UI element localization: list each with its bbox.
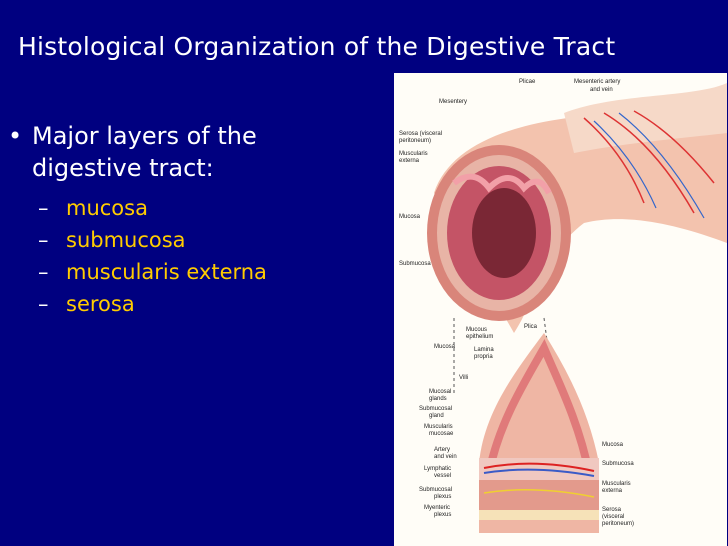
artery-detail xyxy=(483,462,595,472)
label-peritoneum: peritoneum) xyxy=(399,138,431,144)
veins xyxy=(593,112,705,219)
label-submucosal-plexus: Submucosal xyxy=(419,487,452,493)
label-mucous: Mucous xyxy=(466,327,487,333)
label-mucosal: Mucosal xyxy=(429,389,451,395)
layer-sublist: –mucosa –submucosa –muscularis externa –… xyxy=(38,192,338,320)
label-glands: glands xyxy=(429,396,447,402)
illustration-svg: Plicae Mesenteric artery and vein Mesent… xyxy=(399,79,727,533)
blood-vessels xyxy=(583,110,715,214)
plicae-folds xyxy=(452,173,552,195)
lumen xyxy=(472,188,536,278)
label-muscularis-right: Muscularis xyxy=(602,481,631,487)
label-villi: Villi xyxy=(459,375,468,381)
layer-item: –serosa xyxy=(38,288,338,320)
label-mesentery: Mesentery xyxy=(439,99,467,105)
label-submucosa-right: Submucosa xyxy=(602,461,634,467)
vein-detail xyxy=(483,468,595,477)
bullet-dot-icon: • xyxy=(8,122,23,150)
villi-layer xyxy=(485,339,593,474)
label-mucosa: Mucosa xyxy=(399,214,421,220)
dash-icon: – xyxy=(38,196,49,220)
label-serosa-right: Serosa xyxy=(602,507,622,513)
label-gland: gland xyxy=(429,413,444,419)
dash-icon: – xyxy=(38,260,49,284)
label-mesenteric-artery: Mesenteric artery xyxy=(574,79,620,85)
digestive-tract-illustration: Plicae Mesenteric artery and vein Mesent… xyxy=(394,73,727,546)
nerve-plexus xyxy=(483,489,595,498)
label-and-vein: and vein xyxy=(590,87,613,93)
dash-icon: – xyxy=(38,292,49,316)
label-vessel: vessel xyxy=(434,473,451,479)
label-myenteric-plexus: plexus xyxy=(434,512,451,518)
bullet-list: • Major layers of the digestive tract: –… xyxy=(8,120,338,320)
label-propria: propria xyxy=(474,354,493,360)
label-mucosae: mucosae xyxy=(429,431,454,437)
label-lamina: Lamina xyxy=(474,347,494,353)
layer-item: –mucosa xyxy=(38,192,338,224)
label-externa-right: externa xyxy=(602,488,623,494)
label-plica: Plica xyxy=(524,324,538,330)
label-myenteric: Myenteric xyxy=(424,505,450,511)
layer-item: –muscularis externa xyxy=(38,256,338,288)
label-plicae: Plicae xyxy=(519,79,536,85)
layer-text: mucosa xyxy=(66,196,148,220)
layer-text: submucosa xyxy=(66,228,186,252)
layer-text: serosa xyxy=(66,292,135,316)
label-visceral-right: (visceral xyxy=(602,514,624,520)
serosa-layer xyxy=(479,510,599,520)
label-epithelium: epithelium xyxy=(466,334,493,340)
dash-icon: – xyxy=(38,228,49,252)
main-bullet: • Major layers of the digestive tract: xyxy=(8,120,338,184)
layer-item: –submucosa xyxy=(38,224,338,256)
slide-title: Histological Organization of the Digesti… xyxy=(18,32,616,61)
label-lymphatic: Lymphatic xyxy=(424,466,451,472)
label-muscularis: Muscularis xyxy=(399,151,428,157)
label-mucosa-right: Mucosa xyxy=(602,442,624,448)
label-artery-vein: and vein xyxy=(434,454,457,460)
label-submucosa: Submucosa xyxy=(399,261,431,267)
label-externa: externa xyxy=(399,158,420,164)
label-peritoneum-right: peritoneum) xyxy=(602,521,634,527)
label-muscularis-mucosae: Muscularis xyxy=(424,424,453,430)
label-serosa-visceral: Serosa (visceral xyxy=(399,131,442,137)
label-mucosa-lower: Mucosa xyxy=(434,344,456,350)
layer-text: muscularis externa xyxy=(66,260,267,284)
main-bullet-text: Major layers of the digestive tract: xyxy=(32,122,257,182)
label-artery: Artery xyxy=(434,447,450,453)
label-plexus: plexus xyxy=(434,494,451,500)
label-submucosal: Submucosal xyxy=(419,406,452,412)
